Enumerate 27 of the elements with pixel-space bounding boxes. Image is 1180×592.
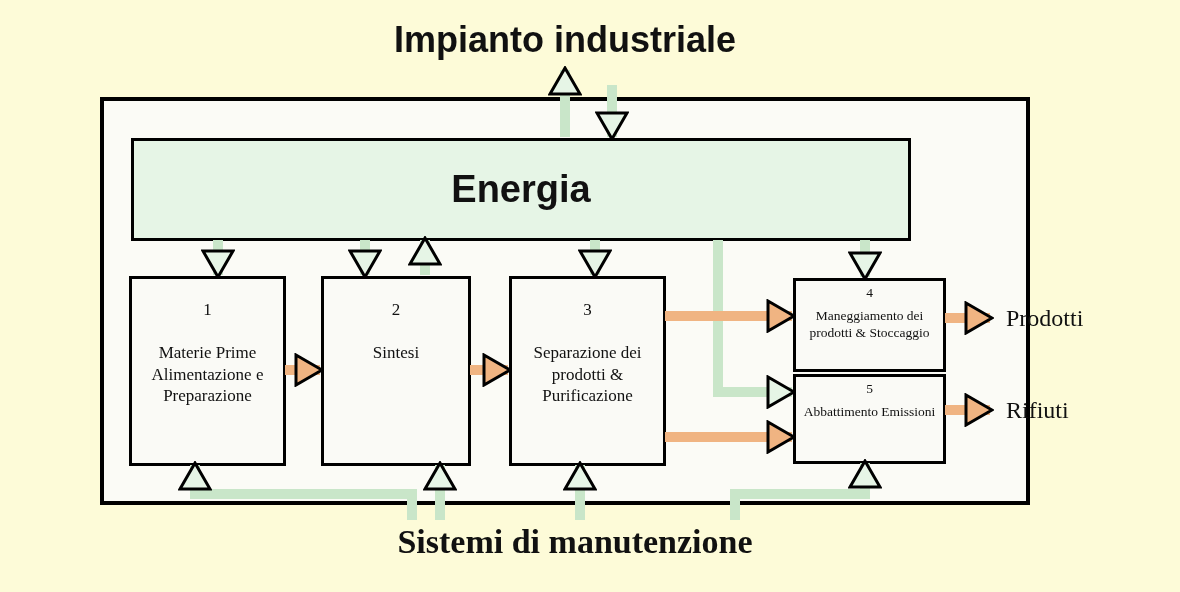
arrow [945,301,994,335]
energy-bar [131,138,911,241]
box-label: Separazione dei prodotti & Purificazione [532,342,643,406]
step-number: 5 [866,381,873,398]
box-label: Sintesi [372,342,420,364]
process-box [793,278,946,372]
arrow [408,236,442,275]
box-label: Materie Prime Alimentazione e Preparazione [150,342,265,406]
process-box [793,374,946,464]
box-label: Abbattimento Emissioni [803,403,936,421]
step-number: 3 [583,299,592,321]
box-label: Energia [451,168,591,211]
step-number: 1 [203,299,212,321]
process-box [129,276,286,466]
process-box [509,276,666,466]
arrow [945,393,994,427]
arrow [548,66,582,137]
arrow [730,459,882,520]
process-box [321,276,471,466]
arrow [178,461,417,520]
frame-heading: Impianto industriale [392,19,737,61]
step-number: 4 [866,285,873,302]
arrow [423,461,457,520]
step-number: 2 [391,299,401,321]
arrow [563,461,597,520]
section-label: Sistemi di manutenzione [120,520,1030,564]
box-label: Maneggiamento dei prodotti & Stoccaggio [808,307,931,342]
